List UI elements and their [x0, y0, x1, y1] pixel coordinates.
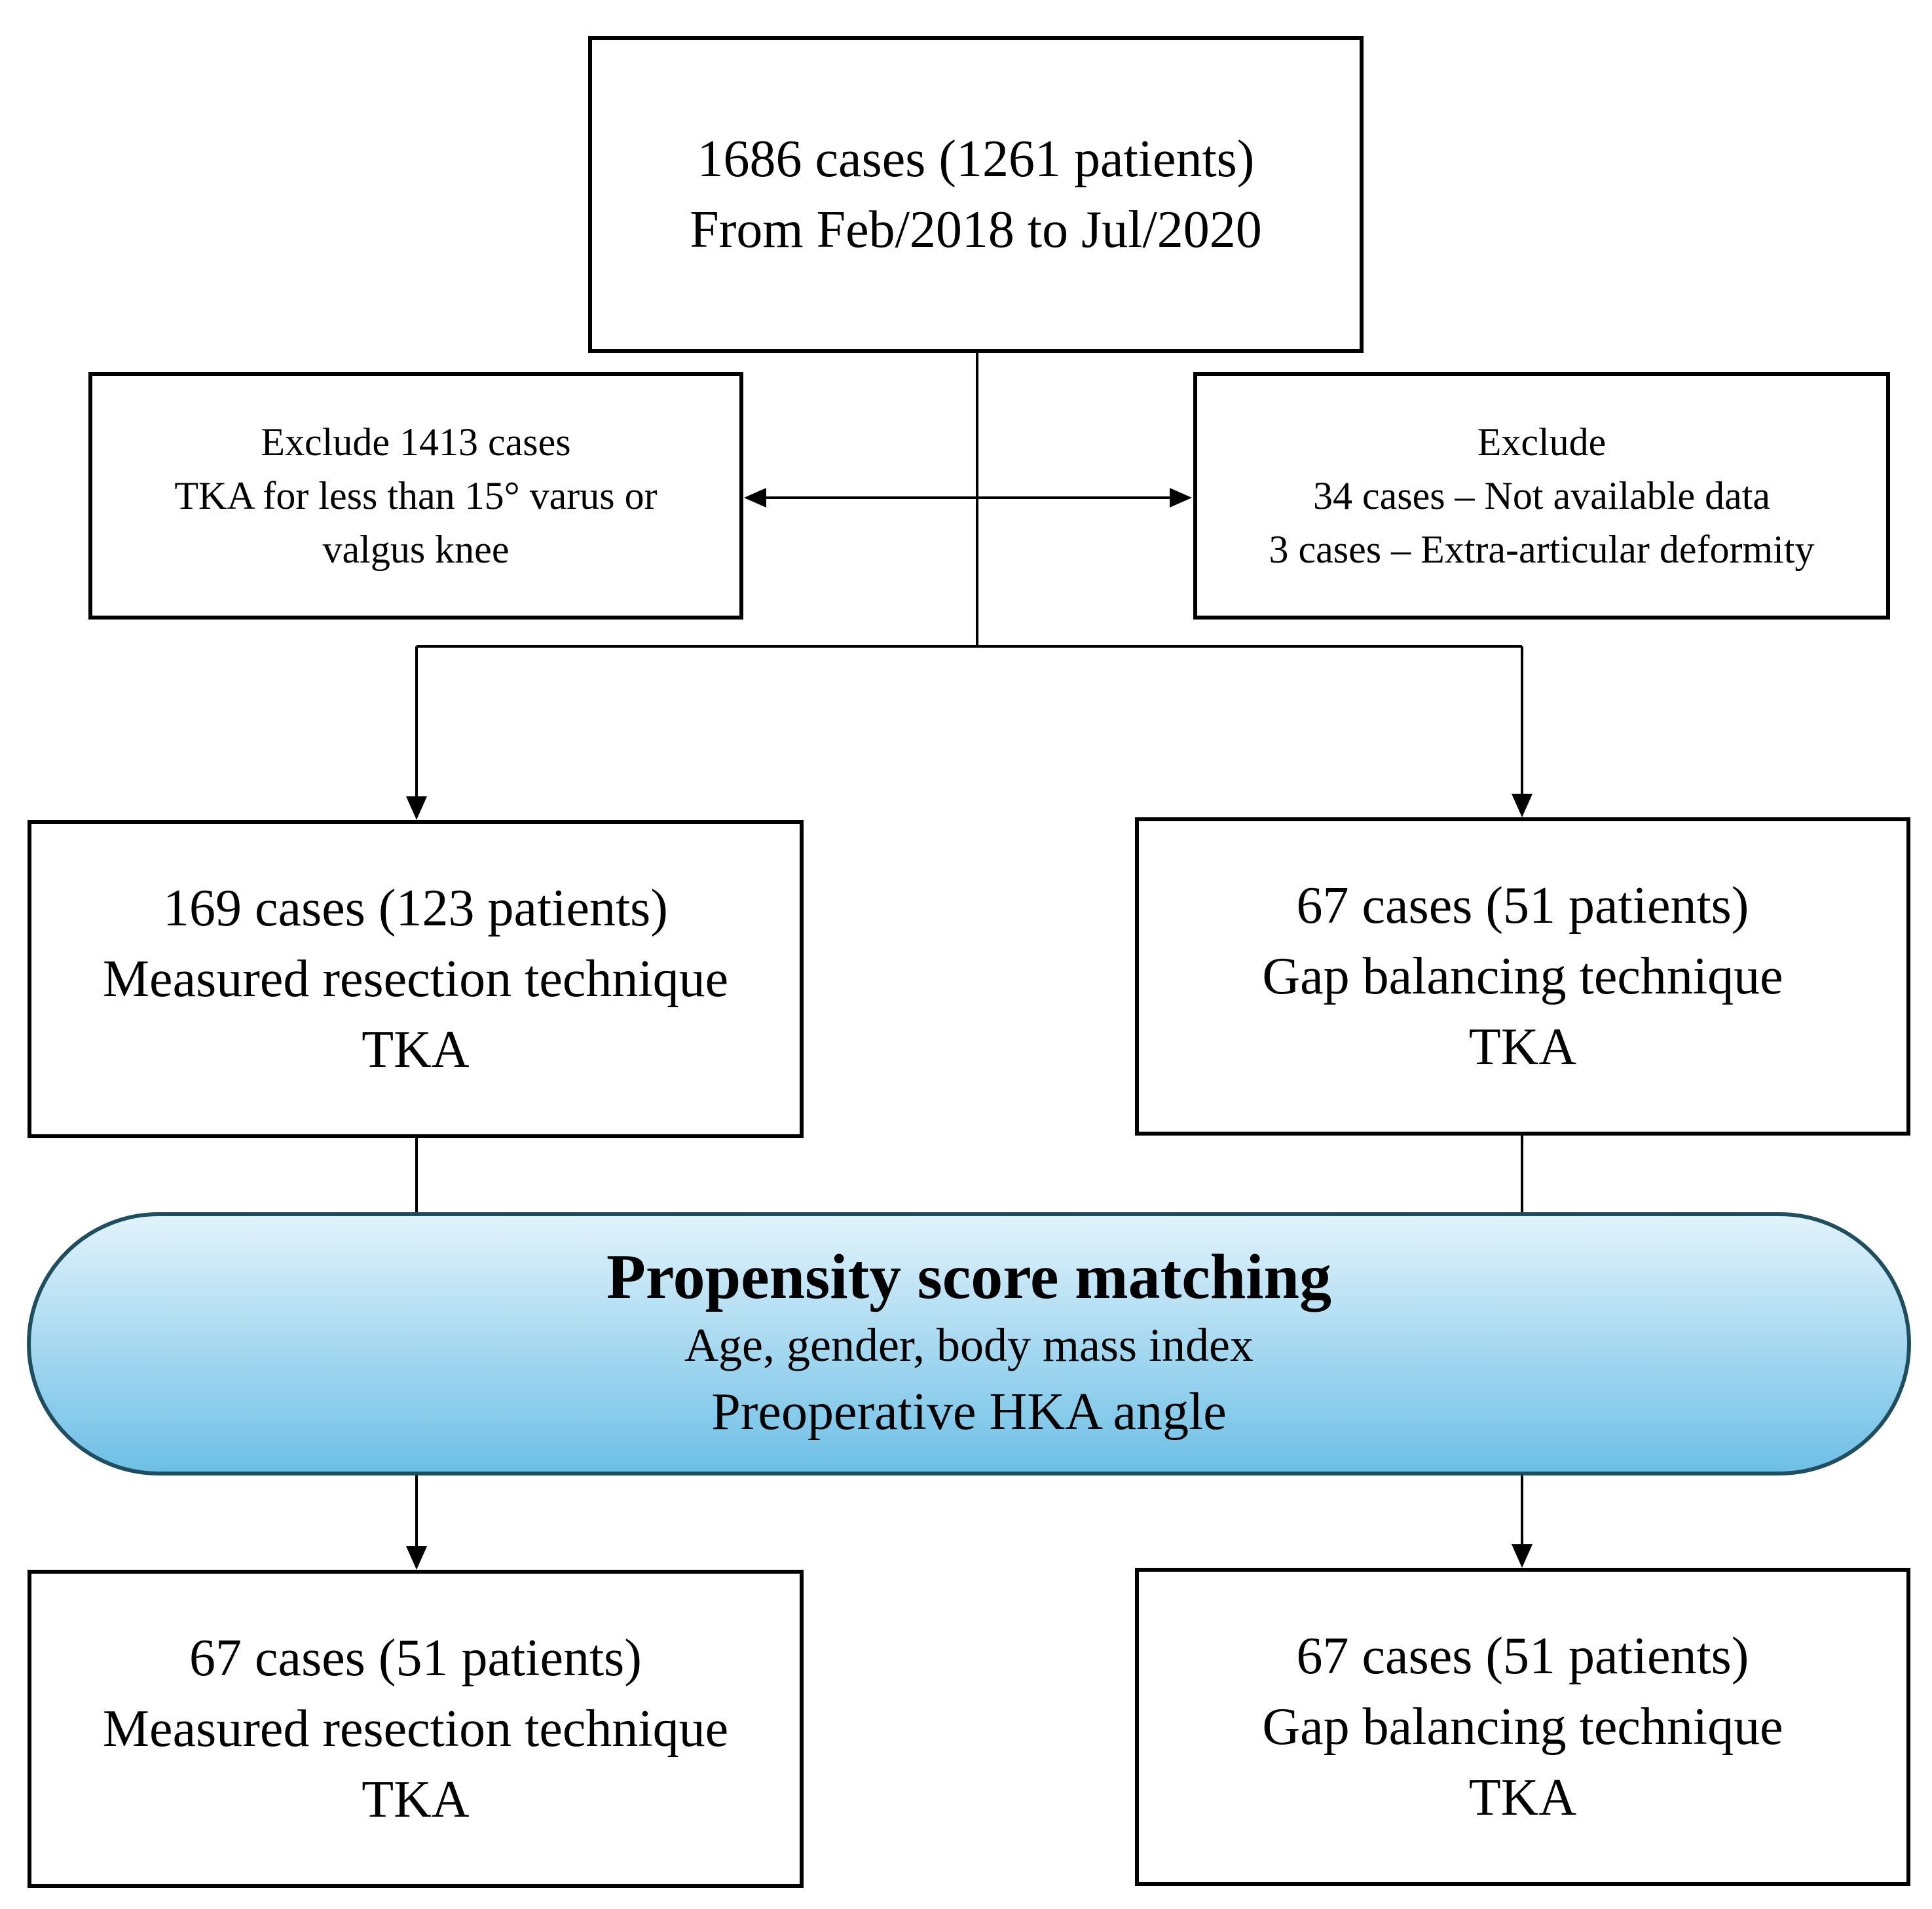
matched-left-count: 67 cases (51 patients) [189, 1629, 642, 1687]
exclusion-left-box: Exclude 1413 cases TKA for less than 15°… [88, 372, 743, 620]
matching-ellipse [27, 1212, 1911, 1475]
cohort-box: 1686 cases (1261 patients) From Feb/2018… [588, 36, 1364, 353]
arrowhead-right-exclusion [1170, 488, 1192, 508]
group-right-procedure: TKA [1468, 1018, 1577, 1076]
arrowhead-group-left [406, 796, 427, 820]
arrowhead-matched-right [1512, 1544, 1533, 1568]
matched-right-technique: Gap balancing technique [1262, 1698, 1783, 1756]
arrowhead-group-right [1512, 794, 1533, 817]
group-right-technique: Gap balancing technique [1262, 948, 1783, 1005]
cohort-period: From Feb/2018 to Jul/2020 [690, 201, 1262, 259]
matched-left-technique: Measured resection technique [102, 1700, 729, 1758]
arrowhead-matched-left [406, 1546, 427, 1570]
group-gap-balancing-box: 67 cases (51 patients) Gap balancing tec… [1135, 817, 1910, 1136]
matched-right-procedure: TKA [1468, 1769, 1577, 1826]
exclusion-right-heading: Exclude [1477, 420, 1607, 464]
matching-label: Propensity score matching Age, gender, b… [28, 1213, 1910, 1475]
exclusion-right-item-2: 3 cases – Extra-articular deformity [1269, 528, 1815, 571]
matched-measured-resection-box: 67 cases (51 patients) Measured resectio… [28, 1570, 804, 1888]
exclusion-left-reason-cont: valgus knee [322, 528, 510, 571]
group-left-procedure: TKA [362, 1021, 470, 1079]
group-left-technique: Measured resection technique [102, 950, 729, 1008]
exclusion-left-count: Exclude 1413 cases [261, 420, 571, 464]
matched-right-count: 67 cases (51 patients) [1296, 1627, 1749, 1685]
matching-title: Propensity score matching [606, 1242, 1331, 1312]
exclusion-left-reason: TKA for less than 15° varus or [174, 474, 658, 517]
matched-gap-balancing-box: 67 cases (51 patients) Gap balancing tec… [1135, 1568, 1910, 1886]
group-right-count: 67 cases (51 patients) [1296, 877, 1749, 935]
matching-angle: Preoperative HKA angle [711, 1383, 1227, 1441]
exclusion-right-item-1: 34 cases – Not available data [1312, 474, 1771, 517]
group-left-count: 169 cases (123 patients) [163, 880, 668, 937]
matched-left-procedure: TKA [362, 1771, 470, 1828]
cohort-cases: 1686 cases (1261 patients) [697, 130, 1255, 188]
matching-covariates: Age, gender, body mass index [684, 1319, 1254, 1371]
arrowhead-left-exclusion [744, 488, 766, 508]
group-measured-resection-box: 169 cases (123 patients) Measured resect… [28, 820, 804, 1138]
exclusion-right-box: Exclude 34 cases – Not available data 3 … [1193, 372, 1890, 620]
